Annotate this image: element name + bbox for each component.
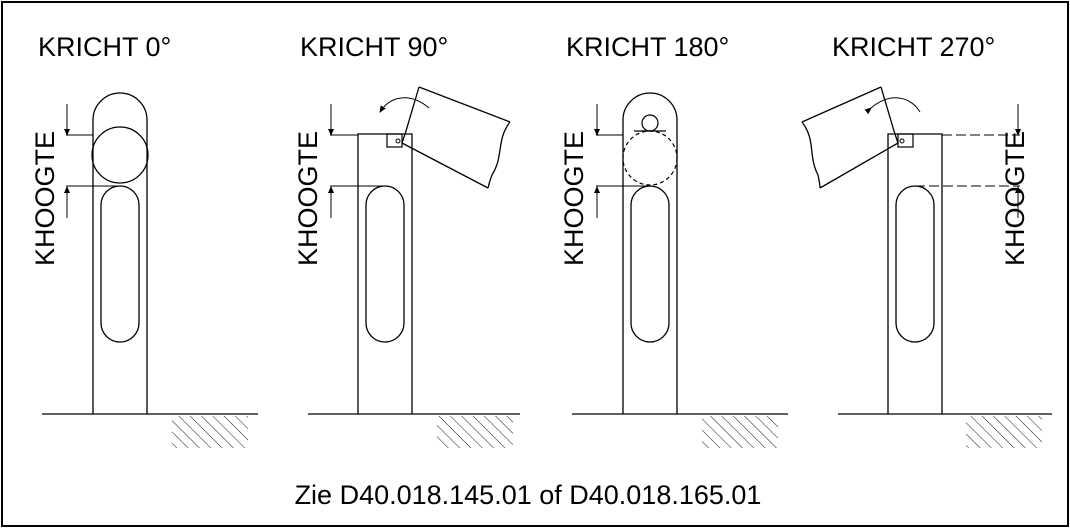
post-outline xyxy=(357,133,413,414)
height-label-0: KHOOGTE xyxy=(30,131,60,266)
footer-reference: Zie D40.018.145.01 of D40.018.165.01 xyxy=(295,480,762,510)
post-slot xyxy=(365,185,405,343)
height-label-90: KHOOGTE xyxy=(293,131,323,266)
ground-hatch xyxy=(172,416,248,448)
head-circle xyxy=(91,126,149,184)
view-title-90: KRICHT 90° xyxy=(300,32,448,62)
break-line xyxy=(801,121,821,189)
view-kricht-270: KRICHT 270° KHOOGTE xyxy=(801,32,1052,448)
tilted-head xyxy=(801,86,899,189)
post-slot xyxy=(895,185,935,343)
hinge-bracket xyxy=(897,133,914,148)
view-title-270: KRICHT 270° xyxy=(832,32,995,62)
view-kricht-180: KRICHT 180° KHOOGTE xyxy=(559,32,788,448)
height-label-270: KHOOGTE xyxy=(1000,131,1030,266)
post-outline xyxy=(887,133,943,414)
post-slot xyxy=(630,185,670,343)
post-outline xyxy=(92,92,148,414)
break-line xyxy=(487,121,511,189)
ground-hatch xyxy=(437,416,513,448)
height-label-180: KHOOGTE xyxy=(559,131,589,266)
tilted-head xyxy=(401,86,511,189)
hinge-bracket xyxy=(386,133,403,148)
ground-hatch xyxy=(702,416,778,448)
post-outline xyxy=(622,92,678,414)
rotation-arrow xyxy=(864,97,921,115)
view-title-180: KRICHT 180° xyxy=(566,32,729,62)
view-kricht-0: KRICHT 0° KHOOGTE xyxy=(30,32,258,448)
head-circle-hidden xyxy=(622,130,678,186)
view-kricht-90: KRICHT 90° KHOOGTE xyxy=(293,32,520,448)
hinge-pin xyxy=(395,138,401,144)
post-slot xyxy=(100,185,140,343)
hinge-pin xyxy=(899,138,905,144)
top-knob xyxy=(641,114,659,132)
rotation-arrow xyxy=(379,97,430,113)
view-title-0: KRICHT 0° xyxy=(38,32,171,62)
ground-hatch xyxy=(966,416,1042,448)
